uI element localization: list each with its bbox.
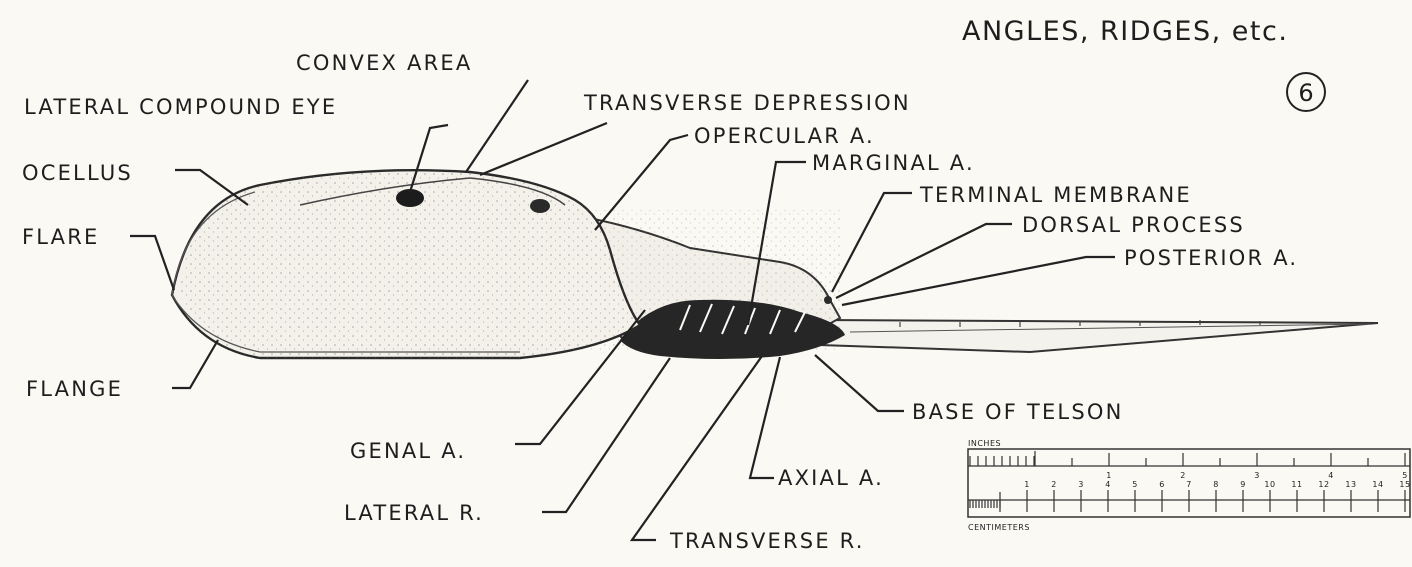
label-opercular-a: OPERCULAR A. xyxy=(694,124,875,148)
inch-tick-label: 3 xyxy=(1254,471,1260,480)
label-genal-a: GENAL A. xyxy=(350,439,466,463)
inch-tick-label: 4 xyxy=(1328,471,1334,480)
label-flare: FLARE xyxy=(22,225,100,249)
label-axial-a: AXIAL A. xyxy=(778,466,884,490)
cm-tick-label: 12 xyxy=(1318,480,1329,489)
inch-tick-label: 1 xyxy=(1106,471,1112,480)
label-marginal-a: MARGINAL A. xyxy=(812,151,975,175)
cm-tick-label: 13 xyxy=(1345,480,1356,489)
cm-tick-label: 4 xyxy=(1105,480,1111,489)
label-lateral-r: LATERAL R. xyxy=(344,501,484,525)
label-transverse-r: TRANSVERSE R. xyxy=(669,529,865,553)
cm-tick-label: 7 xyxy=(1186,480,1192,489)
label-convex-area: CONVEX AREA xyxy=(296,51,472,75)
cm-tick-label: 5 xyxy=(1132,480,1138,489)
label-dorsal-process: DORSAL PROCESS xyxy=(1022,213,1245,237)
cm-tick-label: 2 xyxy=(1051,480,1057,489)
label-flange: FLANGE xyxy=(26,377,123,401)
label-base-of-telson: BASE OF TELSON xyxy=(912,400,1124,424)
scale-inches-label: INCHES xyxy=(968,439,1001,448)
cm-tick-label: 8 xyxy=(1213,480,1219,489)
label-ocellus: OCELLUS xyxy=(22,161,133,185)
cm-tick-label: 15 xyxy=(1399,480,1410,489)
label-lateral-compound-eye: LATERAL COMPOUND EYE xyxy=(24,95,337,119)
label-transverse-depression: TRANSVERSE DEPRESSION xyxy=(583,91,911,115)
cm-tick-label: 9 xyxy=(1240,480,1246,489)
label-terminal-membrane: TERMINAL MEMBRANE xyxy=(919,183,1192,207)
diagram-title: ANGLES, RIDGES, etc. xyxy=(962,16,1288,47)
cm-tick-label: 6 xyxy=(1159,480,1165,489)
cm-tick-label: 10 xyxy=(1264,480,1275,489)
inch-tick-label: 2 xyxy=(1180,471,1186,480)
label-posterior-a: POSTERIOR A. xyxy=(1124,246,1298,270)
cm-tick-label: 3 xyxy=(1078,480,1084,489)
cm-tick-label: 1 xyxy=(1024,480,1030,489)
inch-tick-label: 5 xyxy=(1402,471,1408,480)
transverse-depression-mark xyxy=(530,199,550,213)
cm-tick-label: 11 xyxy=(1291,480,1302,489)
cm-tick-label: 14 xyxy=(1372,480,1383,489)
figure-number: 6 xyxy=(1298,79,1313,107)
scale-centimeters-label: CENTIMETERS xyxy=(968,523,1030,532)
